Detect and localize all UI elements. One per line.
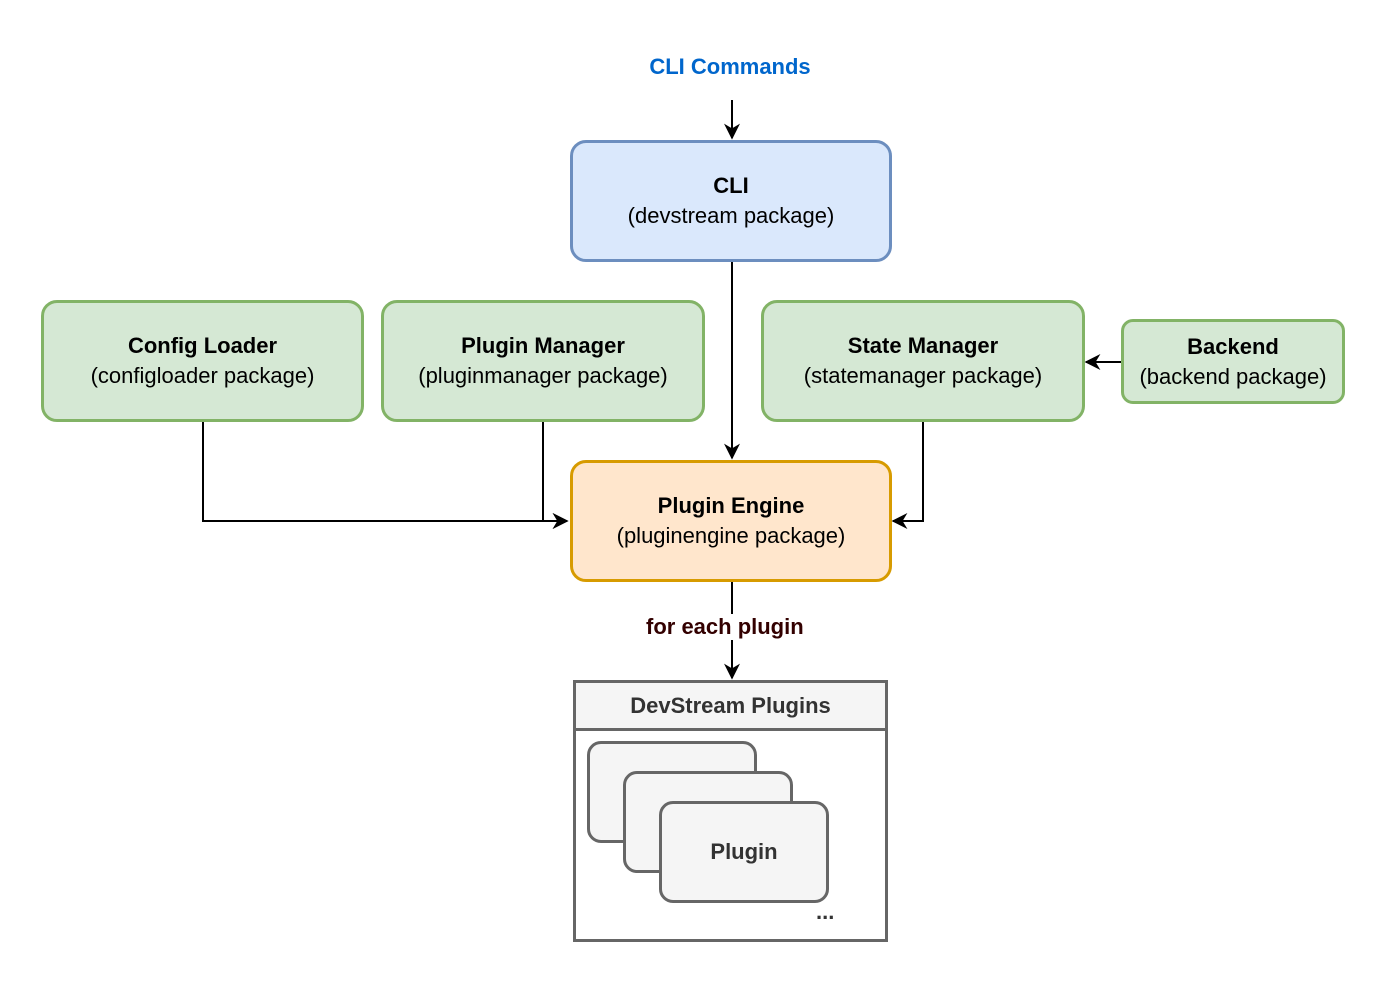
plugin-manager-node[interactable]: Plugin Manager (pluginmanager package)	[381, 300, 705, 422]
plugin-card-front[interactable]: Plugin	[659, 801, 829, 903]
plugin-engine-title: Plugin Engine	[657, 493, 805, 518]
plugin-engine-node[interactable]: Plugin Engine (pluginengine package)	[570, 460, 892, 582]
plugin-manager-subtitle: (pluginmanager package)	[418, 363, 668, 388]
cli-node-title: CLI	[713, 173, 749, 198]
backend-title: Backend	[1187, 333, 1279, 359]
edge-pluginmanager-to-engine	[542, 422, 569, 529]
state-manager-title: State Manager	[847, 333, 999, 358]
config-loader-node[interactable]: Config Loader (configloader package)	[41, 300, 364, 422]
devstream-plugins-container[interactable]: DevStream Plugins Plugin ...	[573, 680, 888, 942]
plugins-ellipsis: ...	[816, 899, 835, 924]
backend-node[interactable]: Backend (backend package)	[1121, 319, 1345, 404]
edge-configloader-to-engine	[202, 422, 569, 529]
cli-node[interactable]: CLI (devstream package)	[570, 140, 892, 262]
backend-subtitle: (backend package)	[1139, 363, 1327, 389]
edge-statemanager-to-engine	[891, 422, 924, 529]
for-each-plugin-label: for each plugin	[640, 614, 810, 640]
config-loader-title: Config Loader	[127, 333, 278, 358]
config-loader-subtitle: (configloader package)	[90, 363, 315, 388]
plugin-engine-subtitle: (pluginengine package)	[616, 523, 846, 548]
cli-node-subtitle: (devstream package)	[627, 203, 835, 228]
cli-commands-label: CLI Commands	[649, 54, 811, 79]
state-manager-node[interactable]: State Manager (statemanager package)	[761, 300, 1085, 422]
plugin-manager-title: Plugin Manager	[461, 333, 625, 358]
devstream-plugins-header: DevStream Plugins	[576, 683, 885, 731]
state-manager-subtitle: (statemanager package)	[803, 363, 1043, 388]
